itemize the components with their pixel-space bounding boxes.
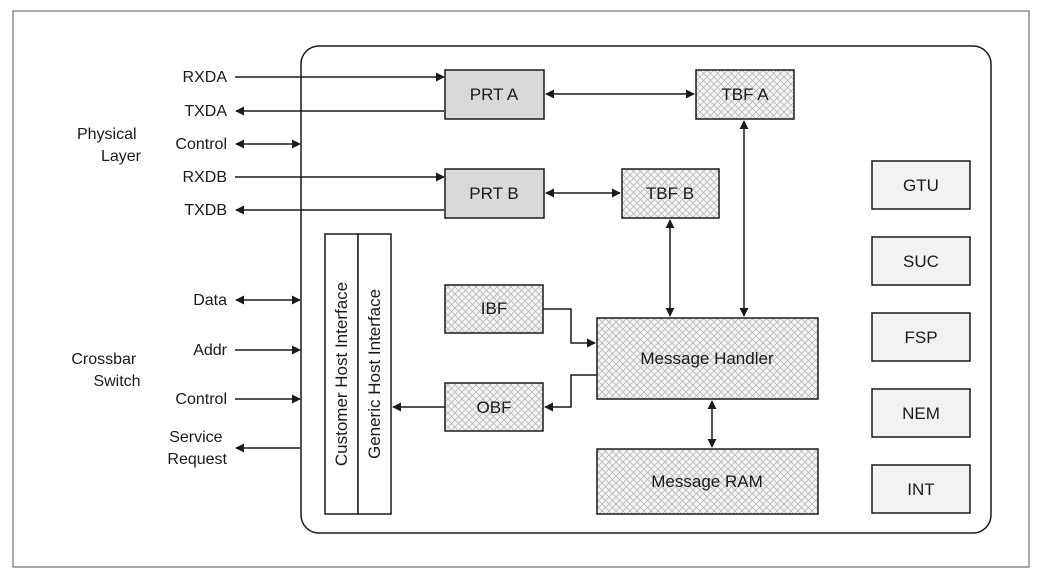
generic-host-interface: Generic Host Interface bbox=[357, 233, 392, 515]
service-request-label: Service Request bbox=[167, 429, 227, 468]
svg-text:IBF: IBF bbox=[481, 299, 507, 318]
svg-text:TBF B: TBF B bbox=[646, 184, 694, 203]
svg-text:Message Handler: Message Handler bbox=[640, 349, 774, 368]
ibf-handler-arrow bbox=[543, 308, 596, 348]
data-label: Data bbox=[193, 292, 227, 309]
addr-label: Addr bbox=[193, 342, 227, 359]
nem-block: NEM bbox=[871, 388, 971, 438]
control-phy-label: Control bbox=[175, 136, 227, 153]
customer-host-interface: Customer Host Interface bbox=[324, 233, 359, 515]
prt-b-block: PRT B bbox=[444, 168, 545, 219]
prt-a-block: PRT A bbox=[444, 69, 545, 120]
crossbar-switch-label: Crossbar Switch bbox=[71, 351, 140, 390]
svg-text:FSP: FSP bbox=[904, 328, 937, 347]
svg-text:Customer Host Interface: Customer Host Interface bbox=[332, 282, 351, 466]
svg-text:PRT B: PRT B bbox=[469, 184, 518, 203]
svg-text:INT: INT bbox=[907, 480, 934, 499]
tbf-b-block: TBF B bbox=[621, 168, 720, 219]
txda-label: TXDA bbox=[184, 103, 227, 120]
int-block: INT bbox=[871, 464, 971, 514]
rxda-label: RXDA bbox=[183, 69, 228, 86]
svg-text:NEM: NEM bbox=[902, 404, 940, 423]
svg-text:Generic Host Interface: Generic Host Interface bbox=[365, 289, 384, 459]
outer-frame bbox=[12, 10, 1030, 568]
control-cb-label: Control bbox=[175, 391, 227, 408]
svg-text:Message RAM: Message RAM bbox=[651, 472, 762, 491]
message-handler-block: Message Handler bbox=[596, 317, 819, 400]
svg-text:TBF A: TBF A bbox=[721, 85, 769, 104]
suc-block: SUC bbox=[871, 236, 971, 286]
rxdb-label: RXDB bbox=[183, 169, 227, 186]
svg-text:GTU: GTU bbox=[903, 176, 939, 195]
svg-text:SUC: SUC bbox=[903, 252, 939, 271]
gtu-block: GTU bbox=[871, 160, 971, 210]
physical-layer-label: Physical Layer bbox=[77, 126, 142, 165]
svg-text:OBF: OBF bbox=[477, 398, 512, 417]
fsp-block: FSP bbox=[871, 312, 971, 362]
obf-block: OBF bbox=[444, 382, 544, 432]
handler-obf-arrow bbox=[544, 374, 597, 412]
txdb-label: TXDB bbox=[184, 202, 227, 219]
svg-text:PRT A: PRT A bbox=[470, 85, 519, 104]
message-ram-block: Message RAM bbox=[596, 448, 819, 515]
ibf-block: IBF bbox=[444, 284, 544, 334]
module-container bbox=[300, 45, 992, 534]
tbf-a-block: TBF A bbox=[695, 69, 795, 120]
